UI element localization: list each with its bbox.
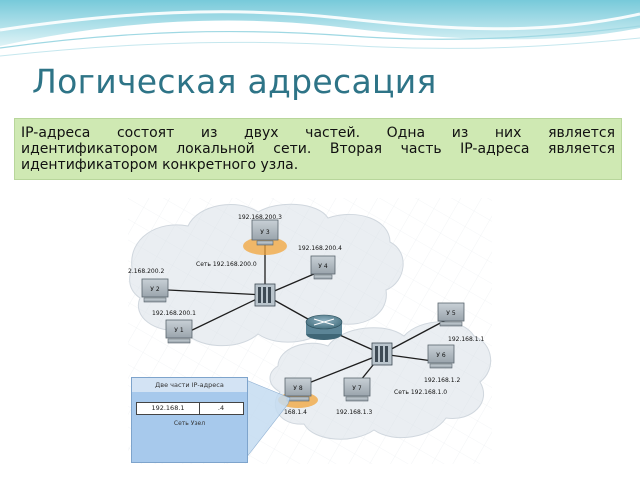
host-u4: У 4 [310,255,336,280]
ip-label-u8: 168.1.4 [284,409,307,416]
network-part-cell: 192.168.1 [137,403,200,414]
host-u1: У 1 [165,319,193,344]
host-u1-label: У 1 [174,327,184,334]
host-u7: У 7 [343,377,371,402]
host-u8-label: У 8 [293,385,303,392]
switch-2 [371,342,393,366]
host-u2-label: У 2 [150,286,160,293]
inset-title: Две части IP-адреса [132,378,247,392]
network-label-1: Сеть 192.168.1.0 [394,389,447,396]
network-label-200: Сеть 192.168.200.0 [196,261,257,268]
note-line-2: идентификатором локальной сети. Вторая ч… [21,141,615,157]
host-u5-label: У 5 [446,310,456,317]
ip-label-u5: 192.168.1.1 [448,336,484,343]
host-u6-label: У 6 [436,352,446,359]
ip-label-u6: 192.168.1.2 [424,377,460,384]
slide-title: Логическая адресация [32,62,437,101]
host-u7-label: У 7 [352,385,362,392]
host-u6: У 6 [427,344,455,369]
ip-label-u3: 192.168.200.3 [238,214,282,221]
host-u4-label: У 4 [318,263,328,270]
host-u2: У 2 [141,278,169,303]
router [305,314,343,340]
explanation-note: IP-адреса состоят из двух частей. Одна и… [14,118,622,180]
ip-label-u4: 192.168.200.4 [298,245,342,252]
ip-parts-inset: Две части IP-адреса 192.168.1 .4 Сеть Уз… [131,377,248,463]
ip-label-u2: 2.168.200.2 [128,268,164,275]
host-u3: У 3 [243,219,287,255]
network-diagram: У 3 У 4 У 2 У 1 У 5 У 6 [128,198,492,464]
note-line-3: идентификатором конкретного узла. [21,157,299,173]
note-line-1: IP-адреса состоят из двух частей. Одна и… [21,125,615,141]
header-wave-decoration [0,0,640,70]
host-u3-highlight [243,237,287,255]
host-u3-label: У 3 [260,229,270,236]
inset-caption: Сеть Узел [173,420,206,427]
ip-parts-row: 192.168.1 .4 [136,402,244,415]
host-part-cell: .4 [217,404,225,412]
host-u5: У 5 [437,302,465,327]
ip-label-u7: 192.168.1.3 [336,409,372,416]
switch-1 [254,283,276,307]
ip-label-u1: 192.168.200.1 [152,310,196,317]
